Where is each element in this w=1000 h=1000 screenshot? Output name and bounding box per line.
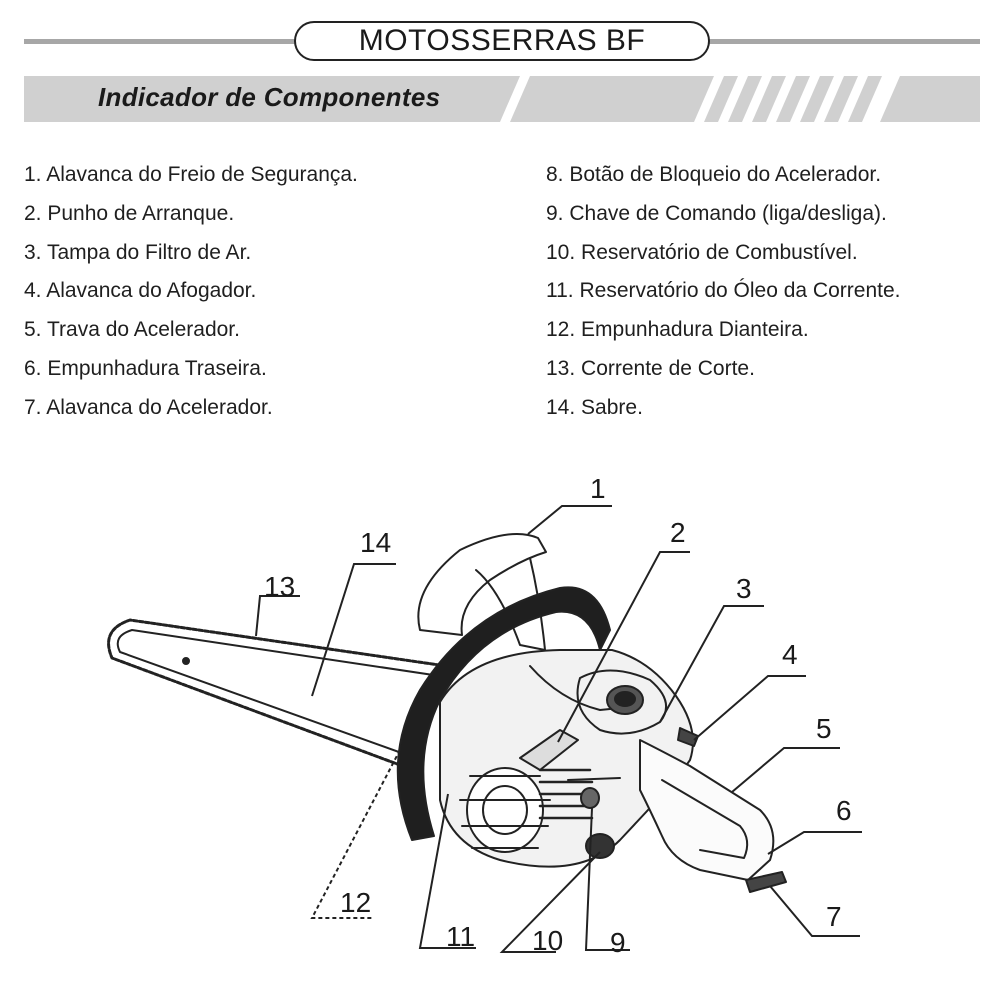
leader-3 xyxy=(659,605,764,723)
list-item: 8. Botão de Bloqueio do Acelerador. xyxy=(546,163,882,186)
leader-4 xyxy=(693,675,806,741)
chainsaw-illustration: 1 2 3 4 5 6 7 9 10 11 12 13 14 xyxy=(107,473,862,958)
leader-11 xyxy=(418,793,476,949)
front-handle xyxy=(396,586,611,841)
callout-4: 4 xyxy=(782,639,798,670)
choke-lever xyxy=(677,727,699,747)
component-list-left: 1. Alavanca do Freio de Segurança. 2. Pu… xyxy=(24,156,358,428)
callout-7: 7 xyxy=(826,901,842,932)
list-item: 6. Empunhadura Traseira. xyxy=(24,356,267,380)
rear-handle xyxy=(639,739,775,881)
title-rule-right xyxy=(708,39,980,44)
starter-recoil xyxy=(466,767,544,853)
section-title: Indicador de Componentes xyxy=(98,82,441,112)
starter-handle xyxy=(519,729,579,771)
callout-12: 12 xyxy=(340,887,371,918)
list-item: 7. Alavanca do Acelerador. xyxy=(24,395,273,419)
callout-11: 11 xyxy=(446,921,475,952)
leader-10 xyxy=(499,851,601,953)
callout-10: 10 xyxy=(532,925,563,956)
leader-7 xyxy=(769,885,860,937)
section-band xyxy=(24,76,980,122)
leader-14 xyxy=(311,563,396,697)
title-pill: MOTOSSERRAS BF xyxy=(294,21,710,61)
callout-9: 9 xyxy=(610,927,626,958)
list-item: 3. Tampa do Filtro de Ar. xyxy=(24,240,252,264)
brake-lever xyxy=(417,533,547,636)
list-item: 5. Trava do Acelerador. xyxy=(24,318,240,342)
leader-6 xyxy=(767,831,862,855)
leader-9 xyxy=(584,807,630,951)
guide-bar xyxy=(116,629,441,757)
callout-1: 1 xyxy=(590,473,606,504)
list-item: 4. Alavanca do Afogador. xyxy=(24,279,257,303)
callout-13: 13 xyxy=(264,571,295,602)
callout-5: 5 xyxy=(816,713,832,744)
leader-12 xyxy=(310,749,401,919)
throttle-lever xyxy=(745,871,787,893)
list-item: 1. Alavanca do Freio de Segurança. xyxy=(24,163,358,186)
list-item: 13. Corrente de Corte. xyxy=(546,356,755,380)
leader-1 xyxy=(527,505,612,535)
list-item: 9. Chave de Comando (liga/desliga). xyxy=(546,201,887,225)
page-title: MOTOSSERRAS BF xyxy=(358,24,646,57)
leader-2 xyxy=(557,551,690,743)
bar-hole xyxy=(182,657,190,665)
air-filter-cover xyxy=(576,669,668,735)
list-item: 12. Empunhadura Dianteira. xyxy=(546,318,809,342)
chainsaw-diagram: 1 2 3 4 5 6 7 9 10 11 12 13 14 xyxy=(0,440,1000,1000)
callout-14: 14 xyxy=(360,527,391,558)
switch-knob xyxy=(580,787,600,809)
callout-3: 3 xyxy=(736,573,752,604)
leader-5 xyxy=(731,747,840,793)
leader-13 xyxy=(255,595,300,637)
list-item: 14. Sabre. xyxy=(546,395,643,419)
callout-6: 6 xyxy=(836,795,852,826)
list-item: 2. Punho de Arranque. xyxy=(24,201,235,225)
callout-2: 2 xyxy=(670,517,686,548)
list-item: 11. Reservatório do Óleo da Corrente. xyxy=(546,279,901,303)
component-list-right: 8. Botão de Bloqueio do Acelerador. 9. C… xyxy=(546,156,900,428)
title-rule-left xyxy=(24,39,296,44)
cutting-chain xyxy=(107,618,448,770)
fuel-cap xyxy=(585,833,615,859)
list-item: 10. Reservatório de Combustível. xyxy=(546,240,858,264)
